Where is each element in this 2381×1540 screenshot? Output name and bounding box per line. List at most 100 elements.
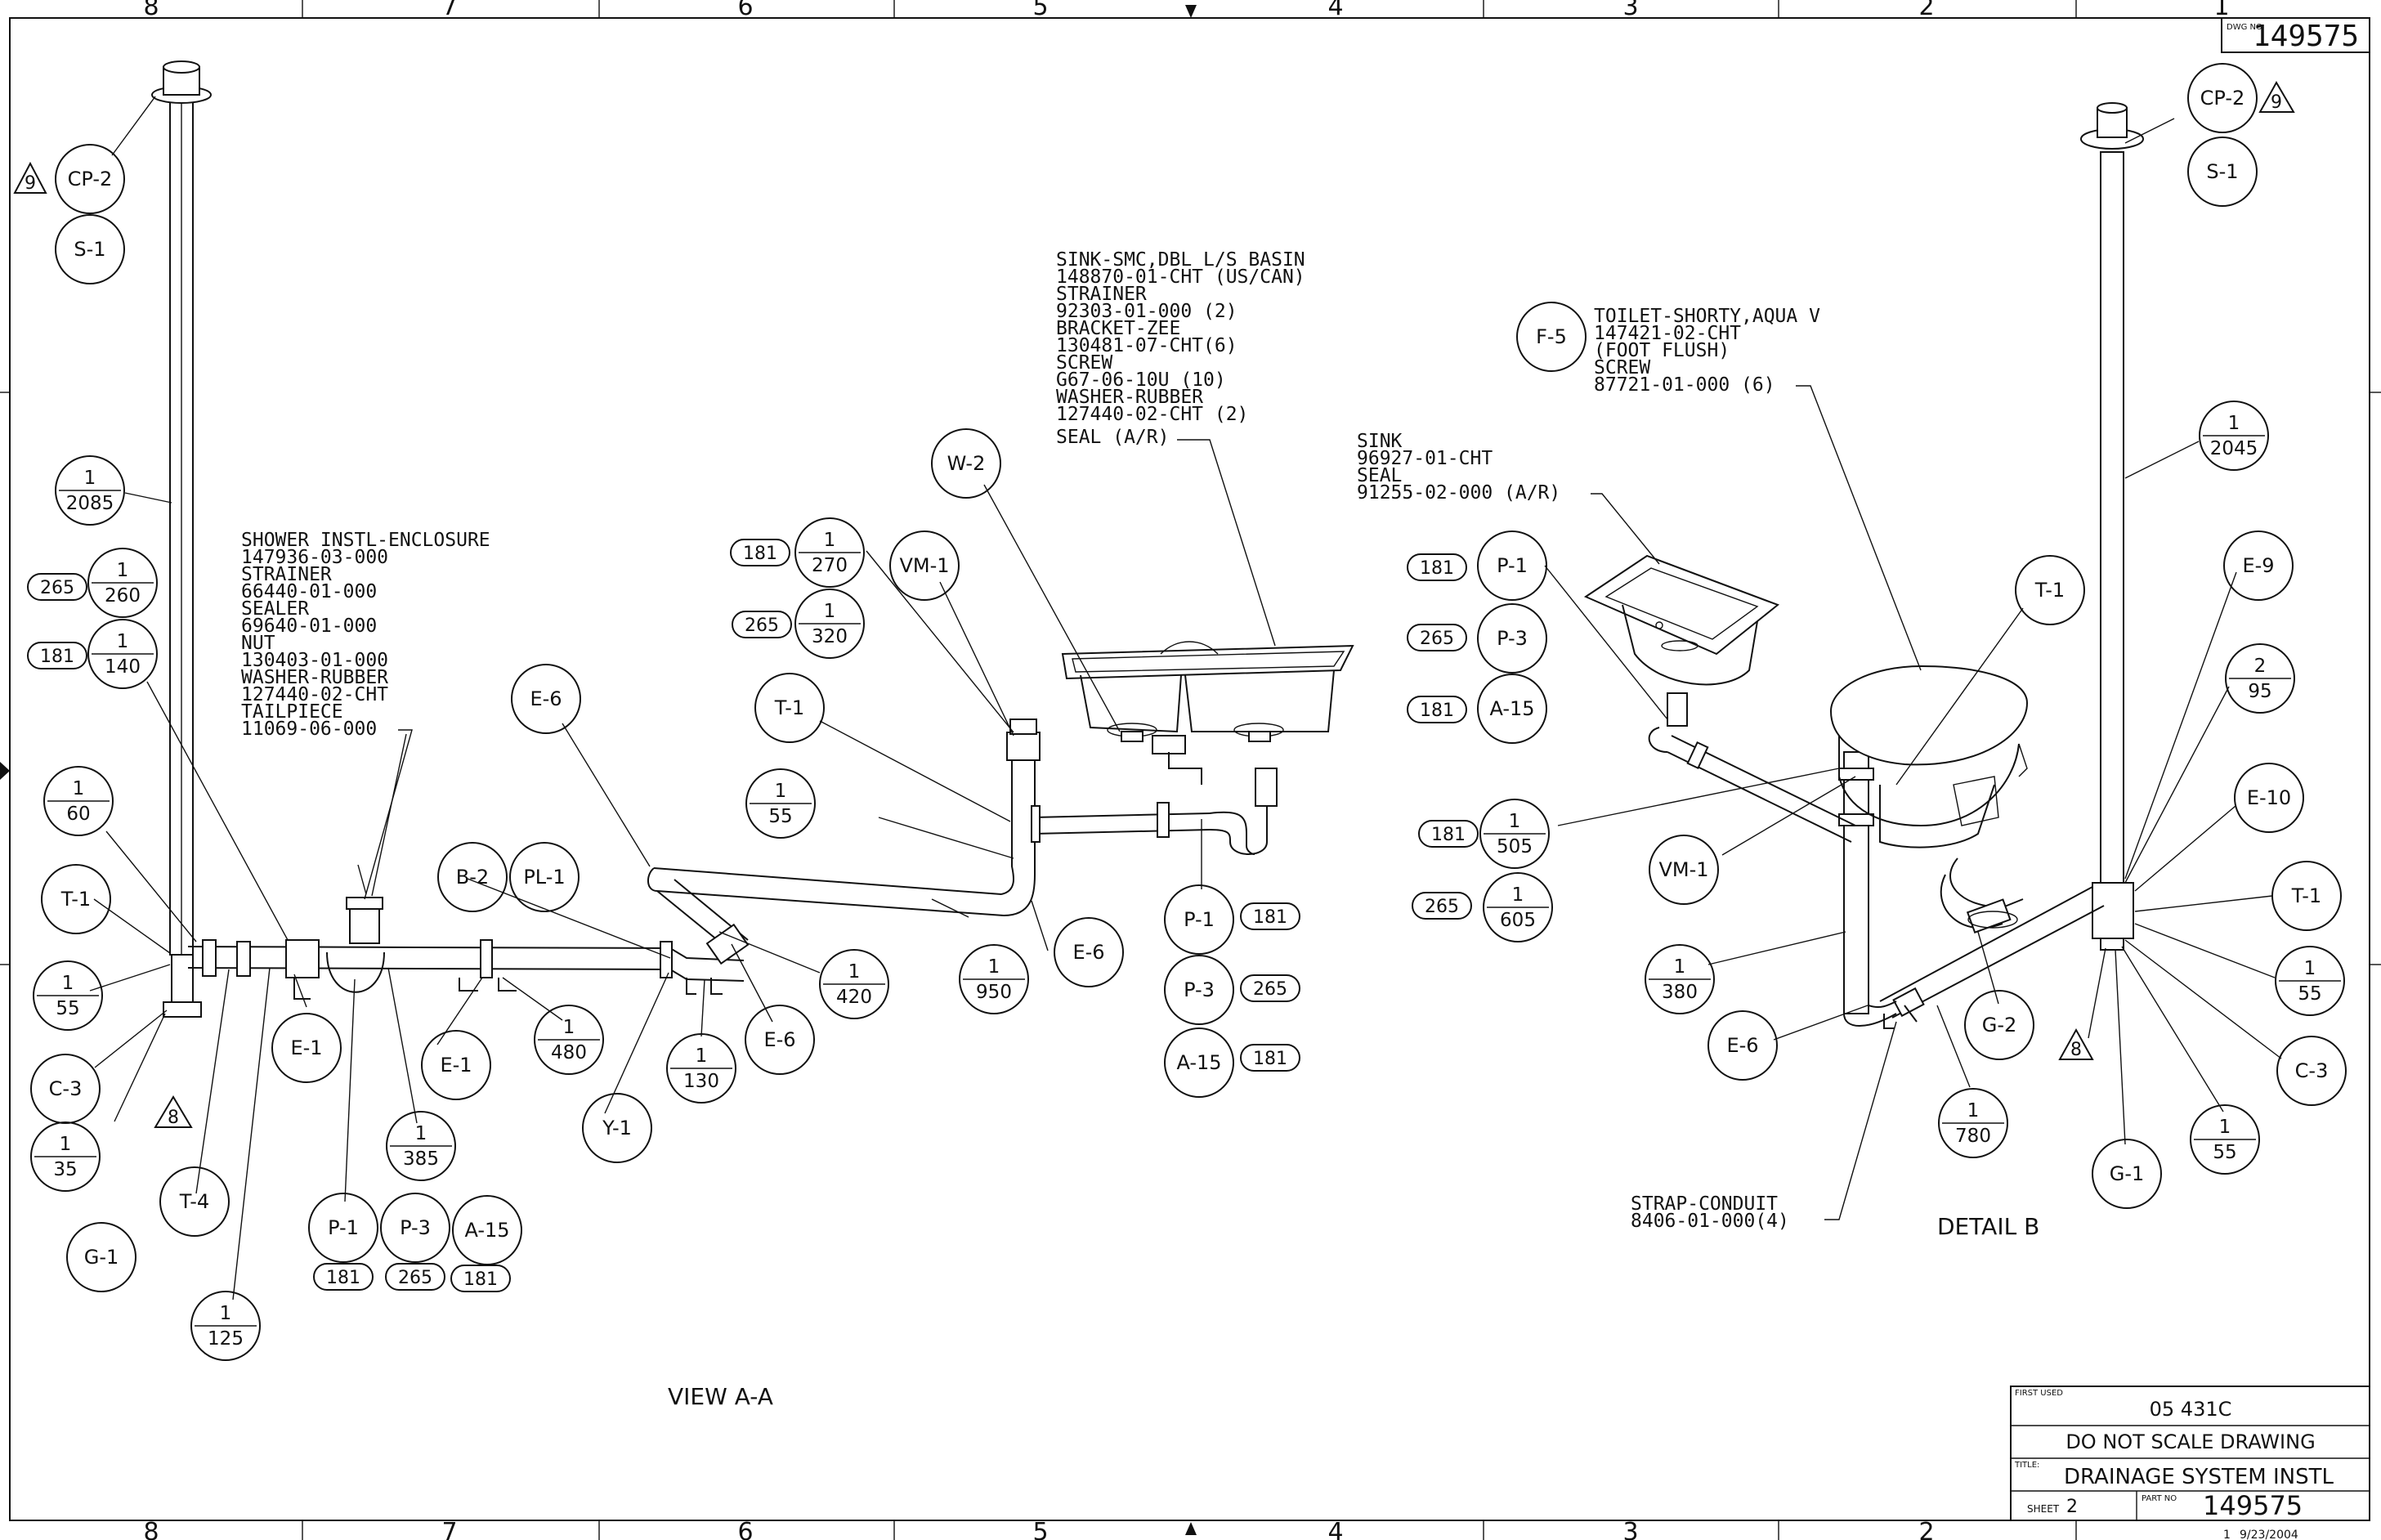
svg-text:Y-1: Y-1 [602,1117,632,1139]
svg-text:E-9: E-9 [2242,554,2274,577]
svg-text:9: 9 [25,173,36,194]
dwg-number-box: DWG NO 149575 [2221,17,2370,53]
bubble-p1-a: P-1 [308,1193,378,1263]
scale-note: DO NOT SCALE DRAWING [2065,1430,2315,1453]
svg-text:SHOWER INSTL-ENCLOSURE: SHOWER INSTL-ENCLOSURE [241,530,490,551]
bubble-f5: F-5 [1516,302,1587,372]
drawing-title: DRAINAGE SYSTEM INSTL [2064,1465,2334,1489]
svg-text:E-6: E-6 [530,687,562,710]
svg-text:1: 1 [415,1123,427,1144]
svg-text:1: 1 [1967,1100,1980,1121]
zone-label: 7 [441,1518,457,1540]
svg-text:1: 1 [117,560,129,581]
zone-label: 3 [1622,1518,1638,1540]
svg-text:181: 181 [1431,825,1466,845]
svg-text:TAILPIECE: TAILPIECE [241,701,343,723]
svg-text:STRAINER: STRAINER [1056,284,1147,305]
view-a-a-label: VIEW A-A [668,1383,773,1410]
svg-text:SINK-SMC,DBL L/S BASIN: SINK-SMC,DBL L/S BASIN [1056,249,1305,271]
tag-265-c: 265 [732,611,792,638]
svg-text:E-6: E-6 [1072,941,1104,964]
zone-label: 3 [1622,0,1638,21]
tag-181-h: 181 [1407,696,1467,723]
bubble-g1-b: G-1 [2092,1139,2162,1209]
flag-8-b: 8 [2058,1027,2094,1060]
svg-text:E-6: E-6 [1726,1034,1758,1057]
double-sink-illustration [1061,641,1354,742]
bubble-y1: Y-1 [582,1093,652,1163]
zone-label: 2 [1918,0,1934,21]
svg-text:8: 8 [2070,1040,2082,1060]
svg-text:(FOOT FLUSH): (FOOT FLUSH) [1594,340,1730,361]
svg-text:SEAL (A/R): SEAL (A/R) [1056,427,1169,448]
tag-181-c: 181 [450,1265,511,1292]
svg-text:127440-02-CHT (2): 127440-02-CHT (2) [1056,404,1248,425]
bubble-e6-c: E-6 [1054,917,1124,987]
svg-text:WASHER-RUBBER: WASHER-RUBBER [1056,387,1203,408]
bubble-e6-a: E-6 [511,664,581,734]
svg-text:G-1: G-1 [2110,1162,2145,1185]
svg-text:265: 265 [40,578,74,598]
svg-text:130: 130 [683,1071,719,1092]
bubble-p1-b: P-1 [1164,884,1234,955]
fraction-95: 295 [2225,643,2295,714]
svg-text:CP-2: CP-2 [68,168,113,190]
first-used-label: FIRST USED [2015,1389,2063,1398]
bubble-p3-c: P-3 [1477,603,1547,674]
svg-text:P-1: P-1 [1497,554,1528,577]
tag-181-i: 181 [1418,820,1479,848]
svg-text:260: 260 [105,585,141,607]
svg-text:95: 95 [2248,681,2271,702]
svg-text:1: 1 [117,631,129,652]
zone-label: 7 [441,0,457,21]
zone-label: 4 [1327,0,1343,21]
tag-181-g: 181 [1407,553,1467,581]
svg-text:BRACKET-ZEE: BRACKET-ZEE [1056,318,1180,339]
svg-text:T-1: T-1 [60,888,91,911]
svg-text:140: 140 [105,656,141,678]
zone-label: 4 [1327,1518,1343,1540]
svg-text:WASHER-RUBBER: WASHER-RUBBER [241,667,388,688]
dwg-number: 149575 [2253,20,2359,53]
bubble-vm1-a: VM-1 [889,530,960,601]
svg-text:VM-1: VM-1 [1658,858,1708,881]
svg-text:127440-02-CHT: 127440-02-CHT [241,684,388,705]
svg-text:SINK: SINK [1357,431,1403,452]
svg-text:11069-06-000: 11069-06-000 [241,719,377,740]
svg-text:1: 1 [1509,811,1521,832]
svg-text:E-1: E-1 [290,1036,322,1059]
svg-text:C-3: C-3 [49,1077,83,1100]
svg-text:2085: 2085 [66,493,114,514]
revision-date: 9/23/2004 [2240,1529,2298,1540]
svg-text:P-3: P-3 [1184,978,1215,1001]
zone-label: 8 [143,1518,159,1540]
svg-text:1: 1 [848,961,861,983]
svg-text:950: 950 [976,982,1012,1003]
bubble-g2: G-2 [1964,990,2034,1060]
svg-text:P-1: P-1 [1184,908,1215,931]
svg-text:55: 55 [2298,983,2321,1005]
dwg-no-label: DWG NO [2227,23,2262,32]
svg-text:60: 60 [66,804,90,825]
bubble-e1-a: E-1 [271,1013,342,1083]
svg-text:96927-01-CHT: 96927-01-CHT [1357,448,1493,469]
bubble-s1-a: S-1 [55,214,125,284]
svg-text:605: 605 [1500,910,1536,931]
svg-text:181: 181 [743,544,777,564]
flag-9-a: 9 [13,161,47,194]
svg-text:B-2: B-2 [456,866,489,889]
callout-bubbles: CP-2 S-1 T-1 C-3 G-1 T-4 E-1 E-1 P-1 P-3… [30,63,2347,1292]
svg-text:181: 181 [326,1268,360,1288]
svg-text:181: 181 [1420,558,1454,579]
bubble-c3-a: C-3 [30,1054,101,1124]
toilet-note: TOILET-SHORTY,AQUA V 147421-02-CHT (FOOT… [1594,306,1820,396]
svg-text:E-1: E-1 [440,1054,472,1077]
